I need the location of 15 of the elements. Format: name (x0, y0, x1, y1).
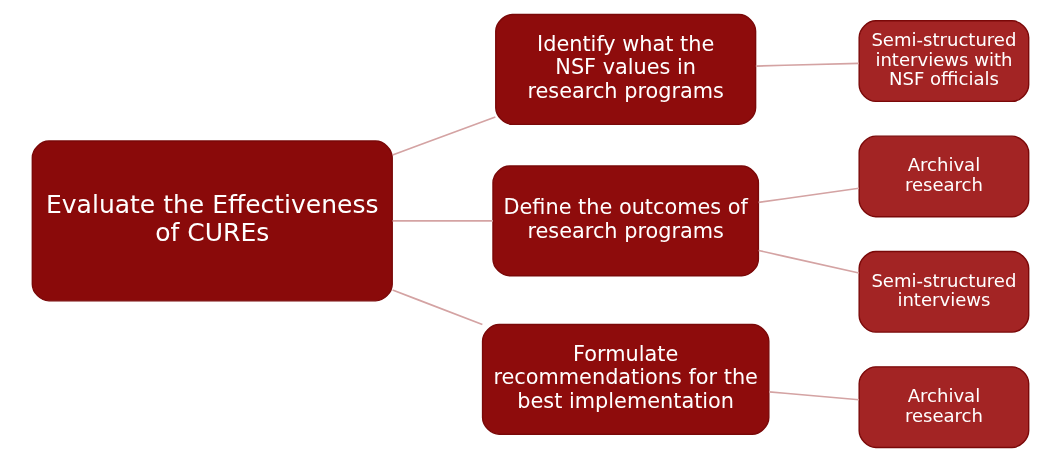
node-box: Semi-structured interviews with NSF officials (857, 19, 1029, 102)
connector (757, 186, 860, 203)
node-box: Formulate recommendations for the best implementation (481, 323, 770, 435)
node-box: Semi-structured interviews (857, 250, 1029, 333)
node-box: Archival research (857, 134, 1029, 217)
node-box: Archival research (857, 365, 1029, 448)
connector (754, 62, 860, 67)
connector (391, 219, 494, 222)
node-box: Evaluate the Effectiveness of CUREs (31, 139, 393, 302)
connector (391, 115, 496, 156)
node-box: Identify what the NSF values in research programs (494, 13, 756, 125)
connector (757, 249, 860, 274)
connector (767, 390, 860, 401)
connector (391, 288, 483, 325)
node-box: Define the outcomes of research programs (491, 164, 759, 276)
